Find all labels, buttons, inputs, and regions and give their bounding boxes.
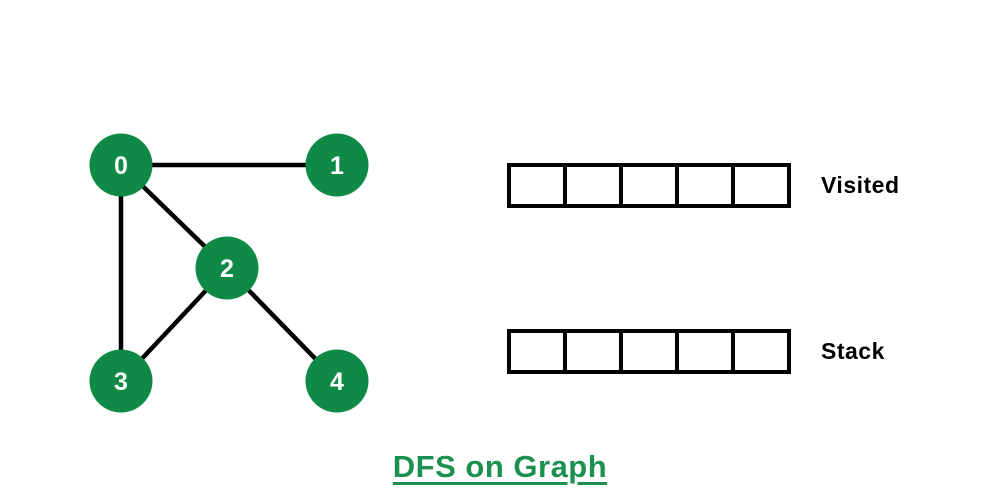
node-label: 3 <box>114 368 128 396</box>
graph-node-3: 3 <box>89 349 153 413</box>
visited-cell-4 <box>731 167 787 204</box>
visited-cell-3 <box>675 167 731 204</box>
node-circle <box>195 236 259 300</box>
stack-cell-0 <box>511 333 563 370</box>
node-circle <box>89 349 153 413</box>
graph-node-2: 2 <box>195 236 259 300</box>
graph-node-1: 1 <box>305 133 369 197</box>
visited-cells <box>507 163 791 208</box>
node-label: 2 <box>220 255 234 283</box>
visited-cell-2 <box>619 167 675 204</box>
node-label: 4 <box>330 368 344 396</box>
visited-cell-0 <box>511 167 563 204</box>
node-circle <box>89 133 153 197</box>
stack-cell-2 <box>619 333 675 370</box>
node-circle <box>305 349 369 413</box>
graph-node-4: 4 <box>305 349 369 413</box>
node-label: 0 <box>114 152 128 180</box>
page-title: DFS on Graph <box>392 449 608 484</box>
stack-array: Stack <box>507 329 885 374</box>
graph-node-0: 0 <box>89 133 153 197</box>
stack-cells <box>507 329 791 374</box>
stack-cell-1 <box>563 333 619 370</box>
node-circle <box>305 133 369 197</box>
visited-cell-1 <box>563 167 619 204</box>
stack-label: Stack <box>821 338 885 364</box>
node-label: 1 <box>330 152 344 180</box>
visited-label: Visited <box>821 172 900 198</box>
visited-array: Visited <box>507 163 900 208</box>
stack-cell-4 <box>731 333 787 370</box>
stack-cell-3 <box>675 333 731 370</box>
